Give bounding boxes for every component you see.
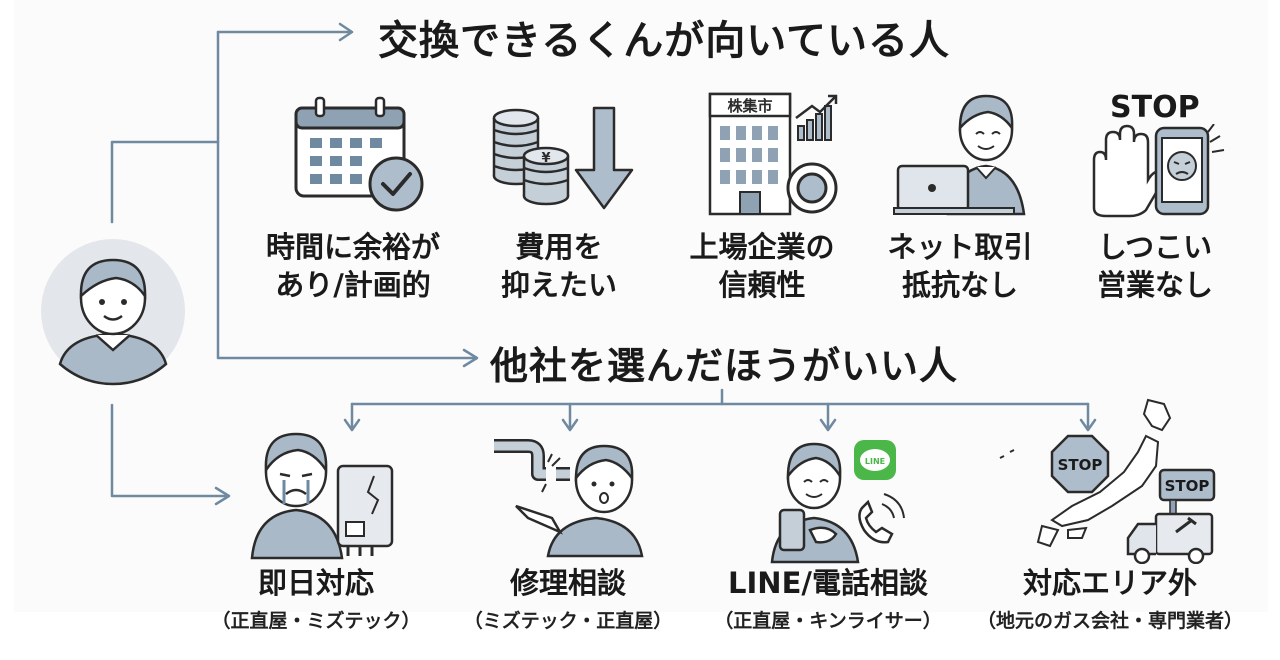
broken-pipe-person-icon	[494, 439, 644, 558]
suited-title: 交換できるくんが向いている人	[378, 18, 950, 64]
stop-hand-phone-icon	[1092, 124, 1225, 218]
suited-item-label: しつこい営業なし	[1096, 230, 1214, 302]
other-item-sub: （正直屋・キンライサー）	[714, 610, 942, 632]
svg-text:LINE: LINE	[865, 457, 885, 466]
other-item-label: 対応エリア外	[1022, 566, 1198, 600]
suited-item-label: 上場企業の信頼性	[689, 230, 835, 302]
crying-person-heater-icon	[250, 432, 394, 560]
listed-building-icon: 株集市	[708, 92, 838, 216]
other-item-label: 修理相談	[509, 566, 627, 600]
japan-map-stop-icon: STOP STOP	[999, 398, 1216, 564]
other-item-label: 即日対応	[257, 566, 375, 600]
svg-text:STOP: STOP	[1058, 456, 1103, 474]
other-item-sub: （ミズテック・正直屋）	[463, 610, 673, 632]
other-item-sub: （地元のガス会社・専門業者）	[976, 610, 1244, 632]
other-item-sub: （正直屋・ミズテック）	[211, 610, 421, 632]
diagram-frame	[14, 0, 1268, 612]
others-title: 他社を選んだほうがいい人	[490, 344, 959, 388]
laptop-person-icon	[893, 94, 1026, 216]
phone-line-person-icon: LINE	[770, 440, 905, 564]
svg-text:STOP: STOP	[1165, 477, 1210, 495]
suited-item-label: 時間に余裕があり/計画的	[265, 230, 441, 302]
bottom-band	[0, 612, 1280, 660]
stop-label: STOP	[1110, 90, 1200, 125]
other-item-label: LINE/電話相談	[728, 566, 928, 600]
coins-down-icon: ¥	[492, 106, 634, 210]
svg-text:¥: ¥	[541, 151, 550, 166]
svg-text:株集市: 株集市	[727, 97, 772, 115]
avatar-icon	[41, 239, 185, 386]
suited-item-label: 費用を抑えたい	[500, 230, 618, 302]
calendar-check-icon	[294, 96, 424, 212]
suited-item-label: ネット取引抵抗なし	[887, 230, 1033, 302]
